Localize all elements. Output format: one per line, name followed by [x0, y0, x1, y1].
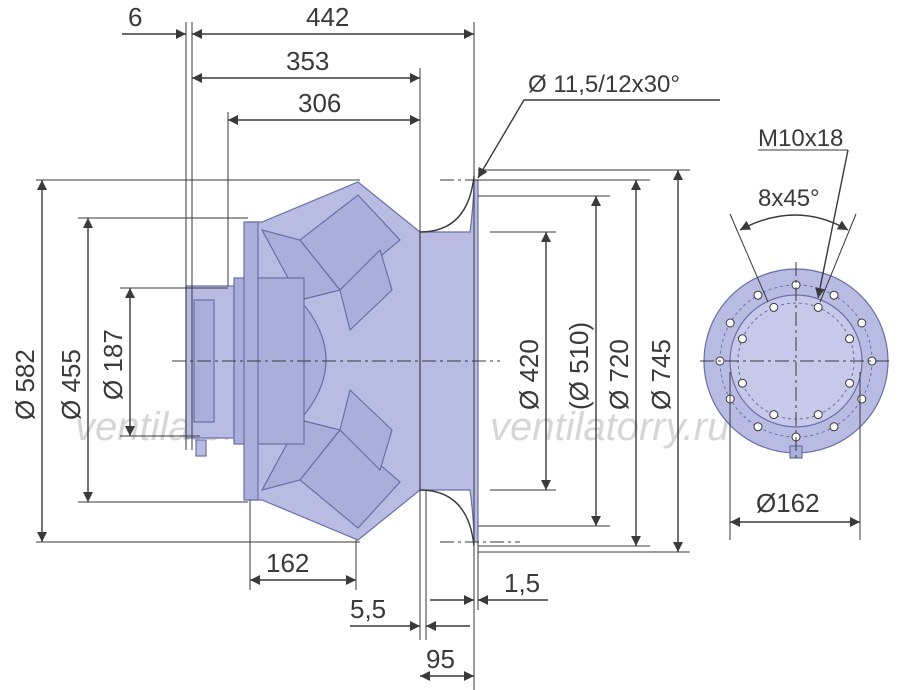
inlet-curve-top — [419, 175, 475, 233]
blade — [299, 194, 401, 291]
holes-annotation: Ø 11,5/12x30° — [528, 71, 680, 98]
dim-162-side-label: 162 — [266, 548, 309, 578]
fan-side-view — [172, 175, 520, 547]
dim-353-label: 353 — [286, 46, 329, 76]
dim-5-5-label: 5,5 — [350, 594, 386, 624]
dia-455-label: Ø 455 — [56, 349, 86, 420]
dimension-labels: 6 442 353 306 162 5,5 1,5 95 Ø 582 Ø 455… — [10, 2, 680, 674]
dim-306-label: 306 — [298, 88, 341, 118]
angle-ext-left — [729, 213, 769, 303]
inlet-curve-bottom — [419, 489, 475, 547]
dim-95-label: 95 — [426, 644, 455, 674]
angle-annotation: 8x45° — [758, 185, 820, 212]
dia-745-label: Ø 745 — [646, 339, 676, 410]
blade — [299, 429, 401, 529]
cable-gland — [195, 439, 207, 457]
angle-ext-right — [819, 213, 857, 303]
thread-hole — [813, 302, 823, 312]
dim-442-label: 442 — [306, 2, 349, 32]
dia-162-label: Ø162 — [756, 488, 820, 518]
flange-hole — [857, 394, 867, 404]
dim-6-label: 6 — [128, 2, 142, 32]
thread-hole — [845, 378, 855, 388]
flange-hole — [753, 422, 763, 432]
flange-hole — [829, 422, 839, 432]
dia-187-label: Ø 187 — [98, 329, 128, 400]
thread-hole — [769, 410, 779, 420]
thread-hole — [813, 410, 823, 420]
blade — [339, 248, 393, 332]
dia-510-label: (Ø 510) — [564, 322, 594, 410]
thread-annotation: M10x18 — [758, 125, 843, 152]
dia-420-label: Ø 420 — [514, 339, 544, 410]
angle-arc — [739, 214, 849, 231]
thread-hole — [737, 378, 747, 388]
dim-1-5-label: 1,5 — [504, 568, 540, 598]
holes-leader — [477, 99, 720, 179]
dia-720-label: Ø 720 — [604, 339, 634, 410]
watermark-right: ventilatorry.ru — [490, 405, 729, 449]
dia-582-label: Ø 582 — [10, 349, 40, 420]
thread-hole — [769, 302, 779, 312]
thread-hole — [845, 334, 855, 344]
inner-holes — [737, 302, 855, 420]
hub-cone — [299, 298, 327, 422]
thread-hole — [737, 334, 747, 344]
fan-front-view: Ø162 M10x18 8x45° — [700, 125, 892, 540]
blade — [339, 388, 393, 472]
flange-hole — [829, 290, 839, 300]
dimension-lines — [37, 29, 720, 681]
flange-hole — [753, 290, 763, 300]
flange-hole — [725, 318, 735, 328]
flange-hole — [857, 318, 867, 328]
thread-leader — [815, 149, 849, 299]
